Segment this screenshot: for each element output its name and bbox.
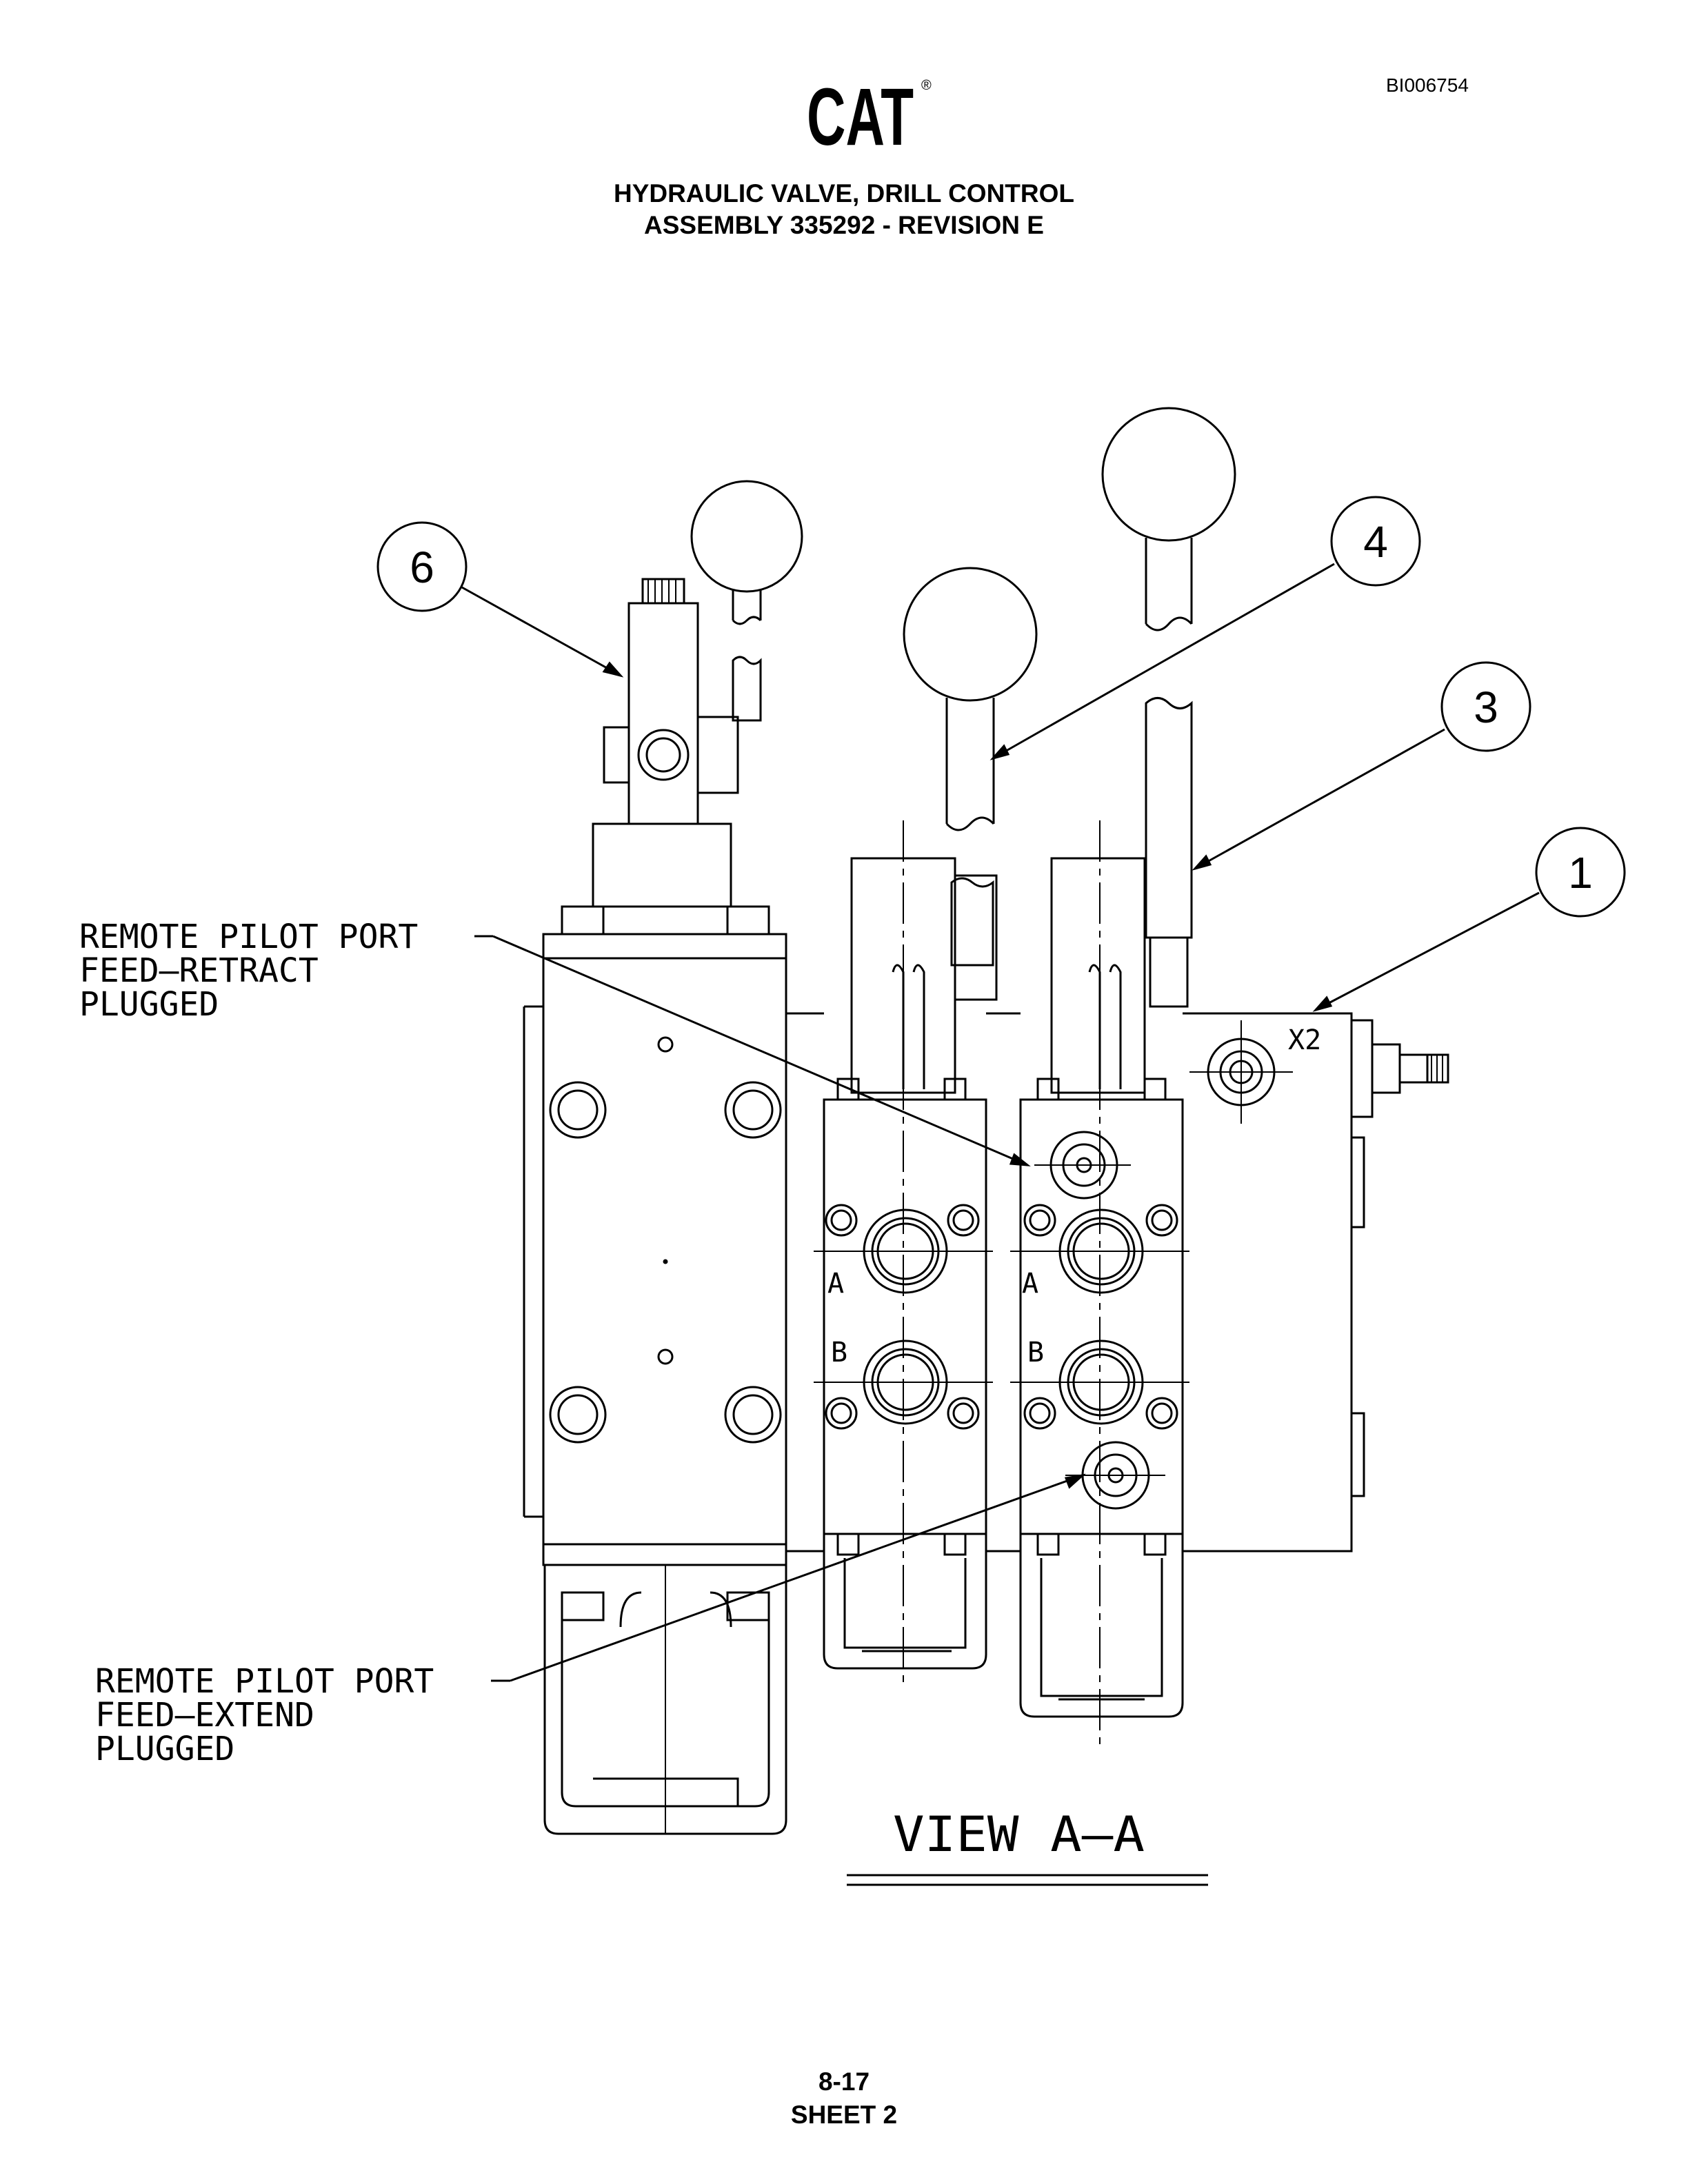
drawing-subtitle: ASSEMBLY 335292 - REVISION E (644, 211, 1044, 239)
left-valve-section (523, 933, 787, 1835)
middle-valve-section (814, 820, 998, 1682)
logo-registered-mark: ® (921, 78, 932, 93)
document-id: BI006754 (1386, 74, 1469, 96)
note-feed-retract: REMOTE PILOT PORT FEED—RETRACT PLUGGED (79, 918, 1031, 1166)
view-label: VIEW A—A (847, 1806, 1208, 1886)
note-line: PLUGGED (95, 1730, 234, 1768)
note-feed-extend: REMOTE PILOT PORT FEED—EXTEND PLUGGED (95, 1473, 1086, 1768)
callout-number: 6 (410, 543, 434, 592)
lever-handle-middle (903, 567, 1038, 967)
callout-6: 6 (376, 521, 624, 678)
callout-4: 4 (989, 496, 1421, 760)
page-number: 8-17 (818, 2067, 870, 2096)
port-label-b-right: B (1027, 1337, 1044, 1368)
lever-handle-right (1101, 407, 1236, 1008)
callout-number: 1 (1568, 848, 1593, 898)
port-label-a-middle: A (827, 1268, 844, 1300)
right-valve-section (1010, 820, 1189, 1751)
port-label-x2: X2 (1288, 1024, 1321, 1056)
cat-logo: CAT ® (807, 72, 932, 163)
port-label-b-middle: B (831, 1337, 847, 1368)
inlet-end-block (786, 1012, 1449, 1553)
note-line: REMOTE PILOT PORT (79, 918, 418, 956)
view-label-text: VIEW A—A (893, 1806, 1145, 1863)
drawing-title: HYDRAULIC VALVE, DRILL CONTROL (613, 179, 1075, 208)
note-line: FEED—RETRACT (79, 951, 319, 990)
callout-number: 3 (1474, 682, 1498, 732)
note-line: FEED—EXTEND (95, 1696, 314, 1735)
note-line: PLUGGED (79, 985, 219, 1024)
callout-1: 1 (1312, 827, 1626, 1012)
solenoid-valve-top (561, 578, 770, 936)
logo-text: CAT (807, 72, 914, 163)
callout-number: 4 (1363, 517, 1388, 567)
port-label-a-right: A (1022, 1268, 1038, 1300)
lever-handle-left (690, 480, 803, 722)
sheet-number: SHEET 2 (790, 2101, 898, 2129)
callout-3: 3 (1192, 661, 1531, 871)
note-line: REMOTE PILOT PORT (95, 1662, 434, 1701)
